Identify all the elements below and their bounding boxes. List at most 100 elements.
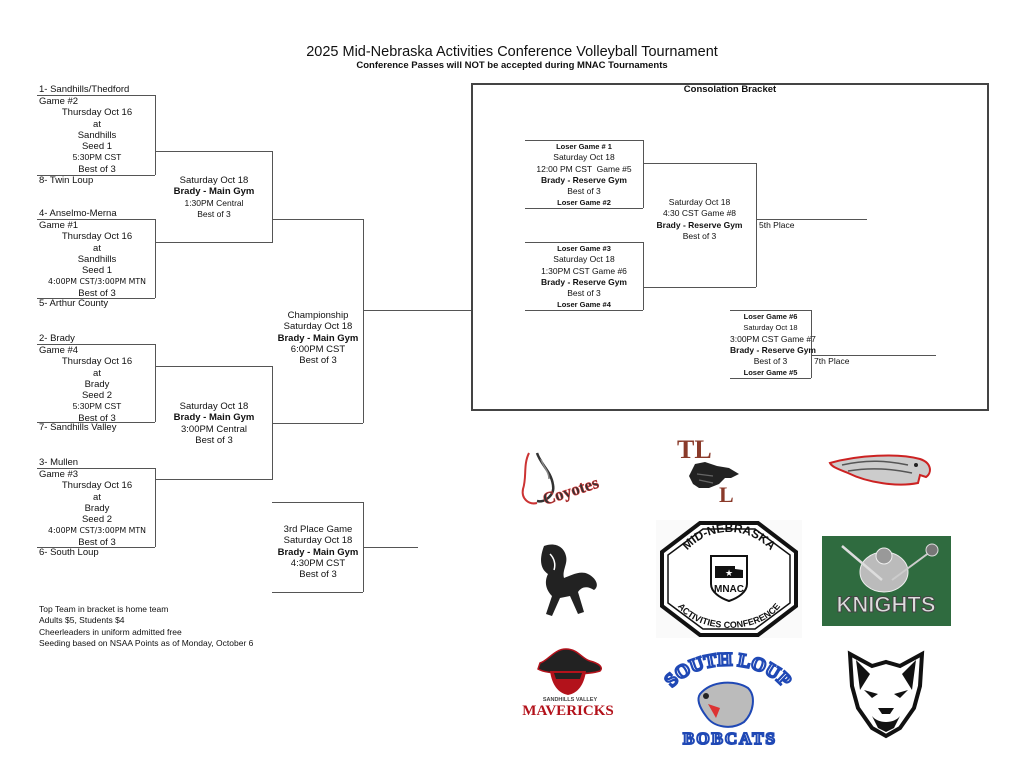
bracket-line bbox=[363, 219, 364, 423]
game-at: at bbox=[93, 367, 101, 379]
game-at: at bbox=[93, 242, 101, 254]
consolation-game-8: Saturday Oct 18 4:30 CST Game #8 Brady -… bbox=[643, 197, 756, 242]
note-seeding: Seeding based on NSAA Points as of Monda… bbox=[39, 637, 254, 648]
championship-time: 6:00PM CST bbox=[290, 343, 346, 355]
svg-text:L: L bbox=[719, 482, 734, 504]
game-venue: Brady - Reserve Gym bbox=[730, 344, 816, 355]
bracket-line bbox=[643, 287, 756, 288]
note-cheerleaders: Cheerleaders in uniform admitted free bbox=[39, 626, 182, 637]
south-loup-bobcats-logo: SOUTH LOUP BOBCATS bbox=[660, 648, 797, 752]
game-format: Best of 3 bbox=[78, 163, 116, 175]
bracket-line bbox=[37, 468, 155, 469]
game-day: Thursday Oct 16 bbox=[61, 107, 133, 119]
game-time: 5:30PM CST bbox=[72, 401, 122, 412]
game-site: Sandhills bbox=[77, 253, 117, 265]
team-seed-2: 2- Brady bbox=[39, 333, 75, 344]
seventh-place-label: 7th Place bbox=[814, 356, 850, 366]
game-format: Best of 3 bbox=[78, 536, 116, 548]
game-site: Brady bbox=[84, 502, 110, 514]
bracket-line bbox=[525, 208, 643, 209]
bracket-line bbox=[155, 344, 156, 422]
game-time: 4:00PM CST/3:00PM MTN bbox=[48, 526, 146, 536]
third-place-time: 4:30PM CST bbox=[290, 557, 346, 569]
bracket-line bbox=[155, 219, 156, 298]
team-seed-4: 4- Anselmo-Merna bbox=[39, 208, 117, 219]
mavericks-wordmark: MAVERICKS bbox=[522, 703, 613, 719]
note-home-team: Top Team in bracket is home team bbox=[39, 604, 169, 614]
bracket-line bbox=[37, 422, 155, 423]
bracket-line bbox=[811, 355, 936, 356]
game-bottom-slot: Loser Game #2 bbox=[557, 198, 611, 208]
game-time: 12:00 PM CST Game #5 bbox=[536, 163, 632, 174]
bracket-line bbox=[730, 378, 811, 379]
championship-label: Championship bbox=[287, 310, 349, 321]
mavericks-subtext: SANDHILLS VALLEY bbox=[543, 697, 598, 703]
game-day: Thursday Oct 16 bbox=[61, 356, 133, 368]
game-time: 4:30 CST Game #8 bbox=[662, 208, 737, 219]
bracket-line bbox=[811, 310, 812, 378]
game-seed: Seed 1 bbox=[81, 265, 113, 277]
bracket-line bbox=[155, 468, 156, 547]
third-place-game: 3rd Place Game Saturday Oct 18 Brady - M… bbox=[273, 524, 363, 580]
game-seed: Seed 1 bbox=[81, 141, 113, 153]
bracket-line bbox=[37, 95, 155, 96]
bracket-line bbox=[272, 502, 363, 503]
game-bottom-slot: Loser Game #5 bbox=[743, 368, 798, 378]
team-seed-5: 5- Arthur County bbox=[39, 298, 109, 309]
game-day: Thursday Oct 16 bbox=[61, 480, 133, 492]
bracket-line bbox=[155, 479, 273, 480]
semifinal-day: Saturday Oct 18 bbox=[179, 175, 249, 186]
bracket-line bbox=[643, 140, 644, 208]
eagles-logo bbox=[828, 453, 936, 489]
game-number: Game #2 bbox=[39, 96, 79, 107]
bracket-line bbox=[525, 140, 643, 141]
mustangs-logo bbox=[530, 540, 605, 620]
bracket-line bbox=[155, 366, 273, 367]
semifinal-format: Best of 3 bbox=[195, 434, 233, 446]
consolation-title: Consolation Bracket bbox=[683, 84, 777, 95]
mavericks-logo: SANDHILLS VALLEY MAVERICKS bbox=[518, 645, 618, 720]
game-venue: Brady - Reserve Gym bbox=[656, 219, 743, 230]
bracket-line bbox=[37, 175, 155, 176]
game-day: Saturday Oct 18 bbox=[553, 254, 615, 265]
game-day: Saturday Oct 18 bbox=[668, 197, 731, 207]
game-number: Game #3 bbox=[39, 469, 79, 480]
bracket-line bbox=[272, 423, 363, 424]
game-time: 5:30PM CST bbox=[72, 152, 122, 163]
bracket-line bbox=[155, 242, 273, 243]
game-1-box: Game #1 Thursday Oct 16 at Sandhills See… bbox=[39, 220, 155, 299]
third-place-day: Saturday Oct 18 bbox=[283, 535, 353, 547]
game-2-box: Game #2 Thursday Oct 16 at Sandhills See… bbox=[39, 96, 155, 175]
consolation-bracket-frame bbox=[471, 83, 989, 411]
bracket-line bbox=[272, 366, 273, 479]
notes: Top Team in bracket is home team Adults … bbox=[39, 604, 253, 649]
game-at: at bbox=[93, 491, 101, 503]
championship-format: Best of 3 bbox=[299, 355, 337, 367]
semifinal-format: Best of 3 bbox=[197, 208, 231, 219]
bracket-line bbox=[756, 219, 867, 220]
coyotes-logo: Coyotes bbox=[515, 445, 625, 513]
consolation-game-6: Loser Game #3 Saturday Oct 18 1:30PM CST… bbox=[525, 243, 643, 311]
game-top-slot: Loser Game #3 bbox=[557, 244, 611, 253]
semifinal-2: Saturday Oct 18 Brady - Main Gym 3:00PM … bbox=[156, 401, 272, 446]
semifinal-time: 1:30PM Central bbox=[184, 197, 244, 208]
consolation-game-5: Loser Game # 1 Saturday Oct 18 12:00 PM … bbox=[525, 141, 643, 209]
semifinal-1: Saturday Oct 18 Brady - Main Gym 1:30PM … bbox=[156, 175, 272, 220]
mnac-conference-seal: ★ MNAC MID-NEBRASKA ACTIVITIES CONFERENC… bbox=[656, 520, 802, 638]
team-seed-3: 3- Mullen bbox=[39, 457, 79, 468]
bracket-line bbox=[272, 151, 273, 242]
tl-wolves-logo: TL L bbox=[675, 432, 755, 507]
game-site: Brady bbox=[84, 378, 110, 390]
game-day: Saturday Oct 18 bbox=[553, 152, 615, 163]
mnac-center-text: MNAC bbox=[714, 584, 744, 595]
team-seed-8: 8- Twin Loup bbox=[39, 175, 94, 186]
semifinal-time: 3:00PM Central bbox=[180, 423, 247, 435]
game-seed: Seed 2 bbox=[81, 390, 113, 402]
game-number: Game #1 bbox=[39, 220, 79, 231]
game-number: Game #4 bbox=[39, 345, 79, 356]
game-day: Saturday Oct 18 bbox=[743, 323, 798, 333]
game-format: Best of 3 bbox=[78, 287, 116, 299]
third-place-label: 3rd Place Game bbox=[283, 524, 353, 535]
game-format: Best of 3 bbox=[567, 288, 601, 299]
semifinal-venue: Brady - Main Gym bbox=[173, 412, 255, 424]
